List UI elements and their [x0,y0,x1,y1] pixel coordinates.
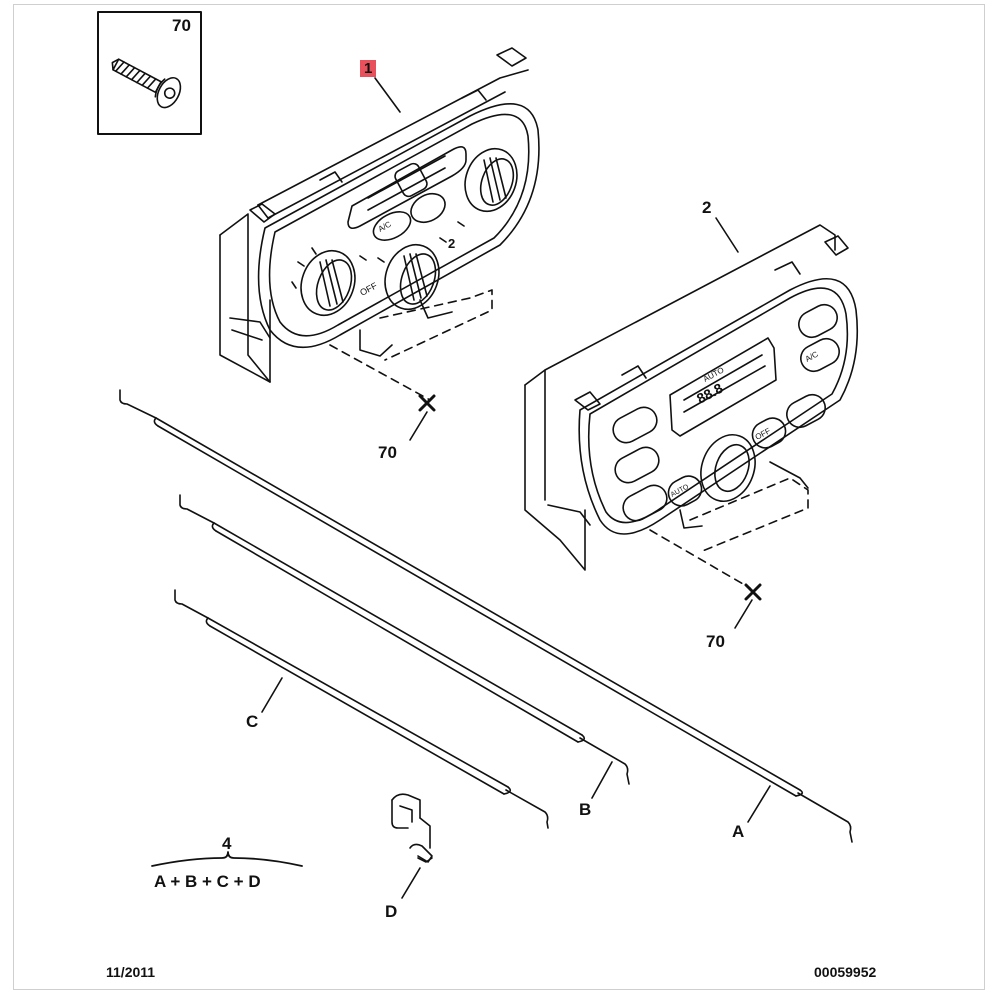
footer-code: 00059952 [814,964,877,980]
kit-brace [151,851,303,867]
manual-control-panel [219,47,540,441]
kit-4-label: 4 [222,834,232,853]
fastener-70-lower-label: 70 [706,632,725,651]
kit-contents-formula: A + B + C + D [154,872,261,891]
off-marking: OFF [358,280,379,298]
lcd-readout: 88.8 [694,380,726,407]
ac-button-label: A/C [804,349,820,363]
auto-button-label: AUTO [670,483,691,499]
screw-ref-label: 70 [172,16,191,35]
part-1-label: 1 [360,60,377,77]
auto-control-panel [524,217,859,629]
cable-a [119,389,853,843]
cable-c-label: C [246,712,259,731]
clip-d [391,793,433,899]
mode-knob [464,147,518,213]
screw-detail [97,11,202,135]
footer-date: 11/2011 [106,964,156,980]
cable-b [179,494,630,799]
cable-c [174,589,549,829]
screw-illustration [111,58,182,109]
temperature-knob [300,249,356,317]
cable-a-label: A [732,822,745,841]
part-2-label: 2 [702,198,712,217]
fastener-70-upper-label: 70 [378,443,397,462]
cable-b-label: B [579,800,592,819]
fan-max-marking: 2 [448,236,455,251]
fan-knob [384,243,440,311]
diagram-frame [13,4,985,990]
clip-d-label: D [385,902,398,921]
